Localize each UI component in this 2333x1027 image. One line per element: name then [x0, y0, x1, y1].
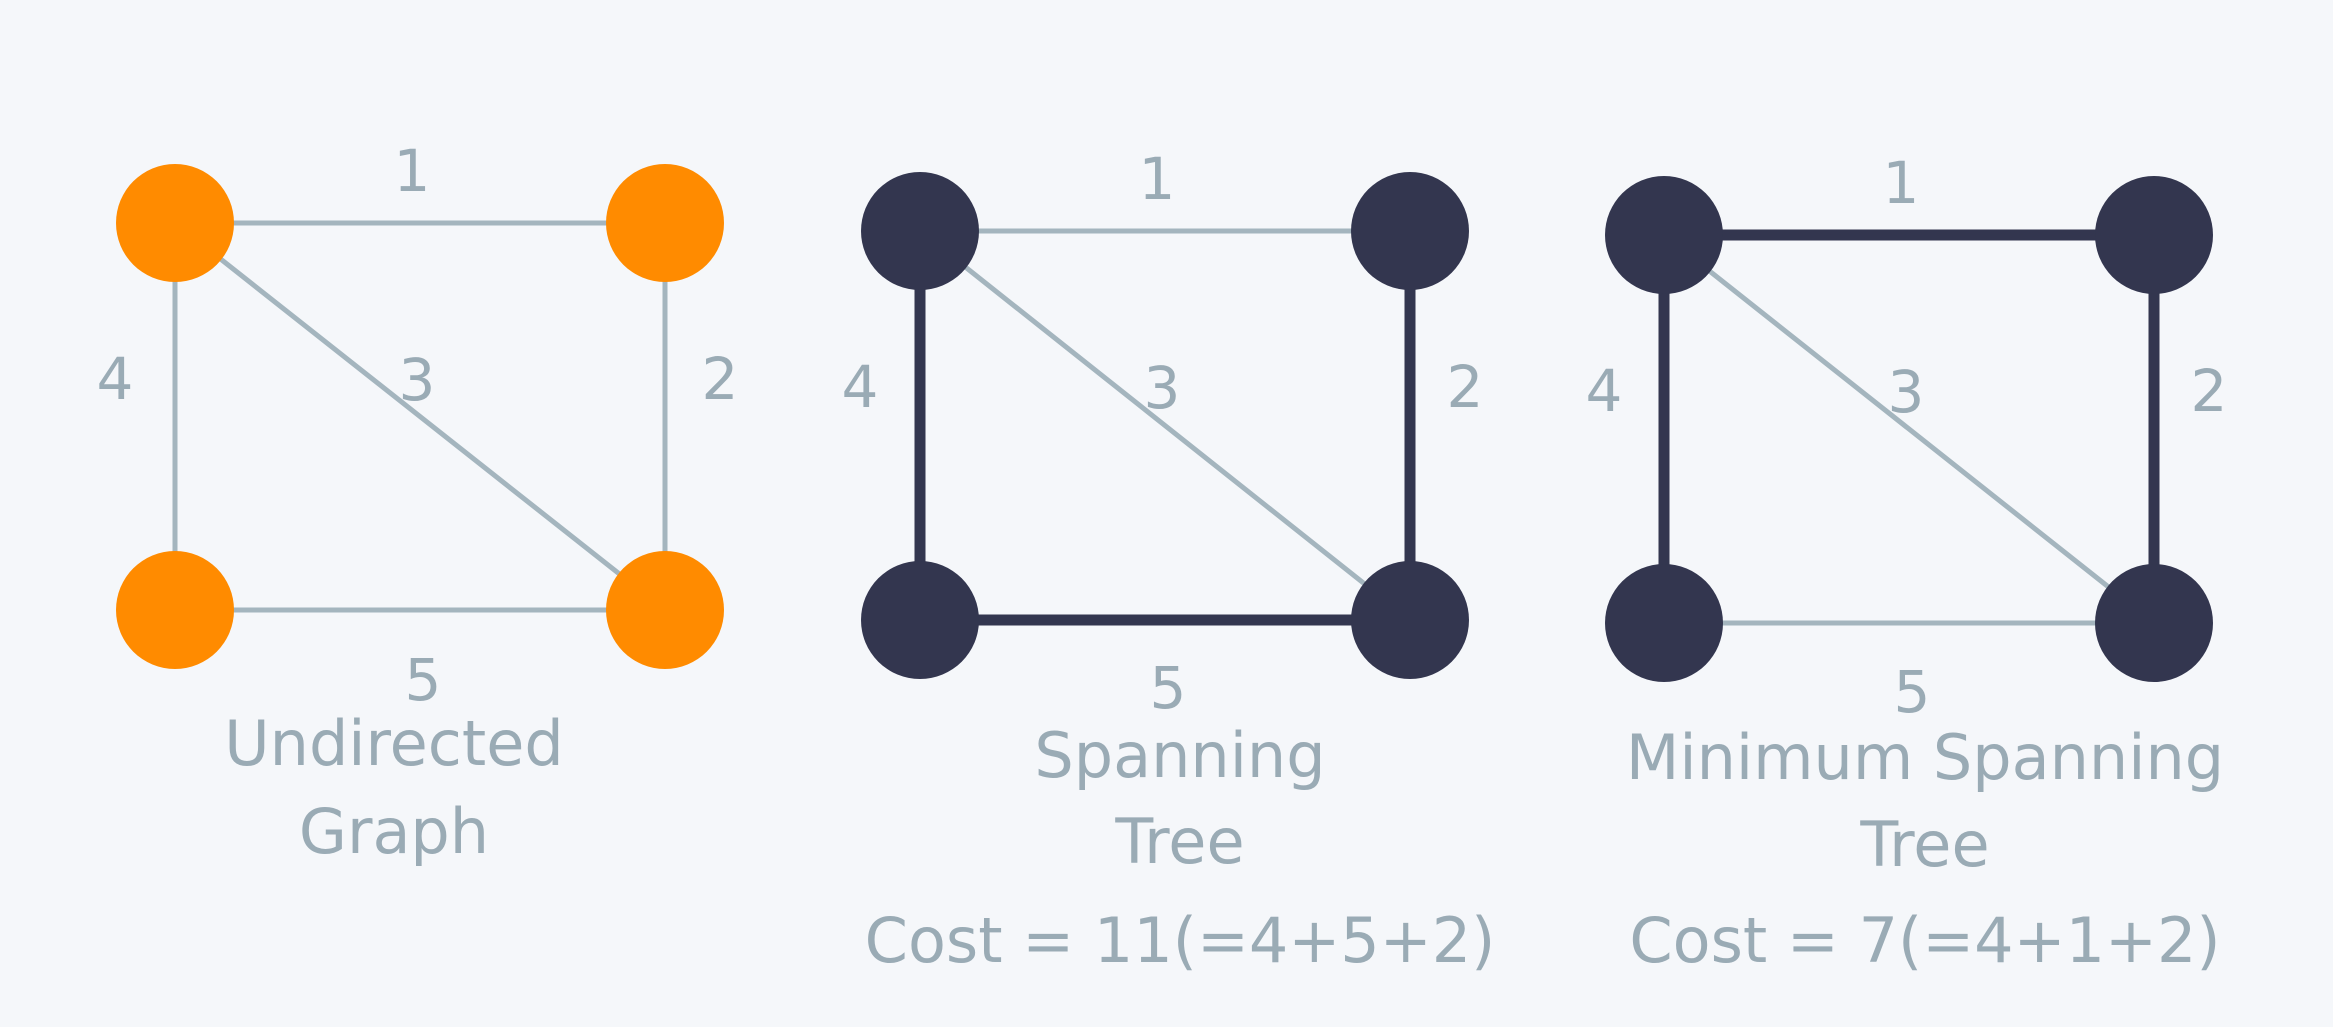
node-a — [861, 172, 979, 290]
edge-weight-label: 3 — [399, 346, 436, 414]
edge-weight-label: 5 — [1150, 654, 1187, 722]
edge-weight-label: 2 — [1447, 353, 1484, 421]
edge-weight-label: 4 — [97, 345, 134, 413]
edge-A-D — [917, 228, 1413, 623]
node-b — [606, 164, 724, 282]
edge-weight-label: 2 — [2191, 357, 2228, 425]
edge-weight-label: 5 — [1894, 658, 1931, 726]
edge-weight-label: 3 — [1888, 358, 1925, 426]
node-d — [1351, 561, 1469, 679]
caption-line: Tree — [1859, 808, 1989, 881]
node-c — [116, 551, 234, 669]
edge-weight-label: 1 — [394, 137, 431, 205]
node-a — [116, 164, 234, 282]
edge-weight-label: 5 — [405, 646, 442, 714]
node-b — [2095, 176, 2213, 294]
node-d — [606, 551, 724, 669]
edge-weight-label: 3 — [1144, 354, 1181, 422]
node-b — [1351, 172, 1469, 290]
node-a — [1605, 176, 1723, 294]
edge-A-D — [172, 220, 668, 613]
edge-weight-label: 4 — [1586, 357, 1623, 425]
node-c — [861, 561, 979, 679]
caption-line: Tree — [1114, 805, 1244, 878]
caption-line: Undirected — [224, 707, 563, 780]
edge-weight-label: 1 — [1883, 149, 1920, 217]
cost-label: Cost = 7(=4+1+2) — [1629, 904, 2220, 977]
node-d — [2095, 564, 2213, 682]
edge-weight-label: 2 — [702, 345, 739, 413]
cost-label: Cost = 11(=4+5+2) — [865, 904, 1496, 977]
edge-A-D — [1661, 232, 2157, 626]
node-c — [1605, 564, 1723, 682]
caption-line: Minimum Spanning — [1626, 721, 2224, 794]
caption-line: Spanning — [1034, 719, 1325, 792]
edge-weight-label: 4 — [842, 353, 879, 421]
edge-weight-label: 1 — [1139, 145, 1176, 213]
caption-line: Graph — [299, 795, 489, 868]
